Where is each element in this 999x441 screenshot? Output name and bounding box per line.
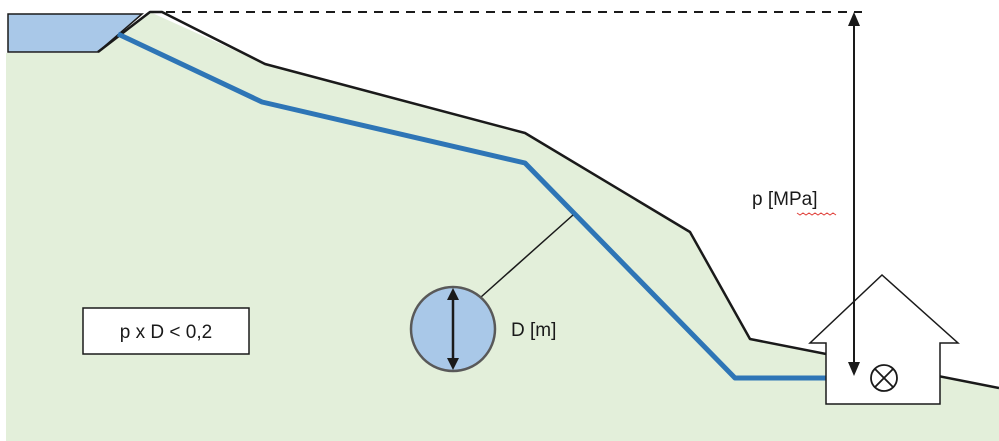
powerhouse-house-icon (808, 273, 960, 405)
pressure-label: p [MPa] (752, 189, 817, 210)
callout-leader-line (480, 214, 574, 298)
diameter-label: D [m] (511, 320, 556, 341)
turbine-circle-x-icon (870, 364, 898, 392)
diameter-arrow (447, 288, 459, 370)
penstock-pipe (116, 31, 862, 381)
pressure-head-arrow (848, 12, 860, 376)
formula-box (82, 307, 250, 355)
formula-text: p x D < 0,2 (120, 322, 212, 343)
hillside (6, 12, 999, 441)
pressure-label-bg (748, 183, 846, 213)
spellcheck-underline (796, 212, 837, 216)
